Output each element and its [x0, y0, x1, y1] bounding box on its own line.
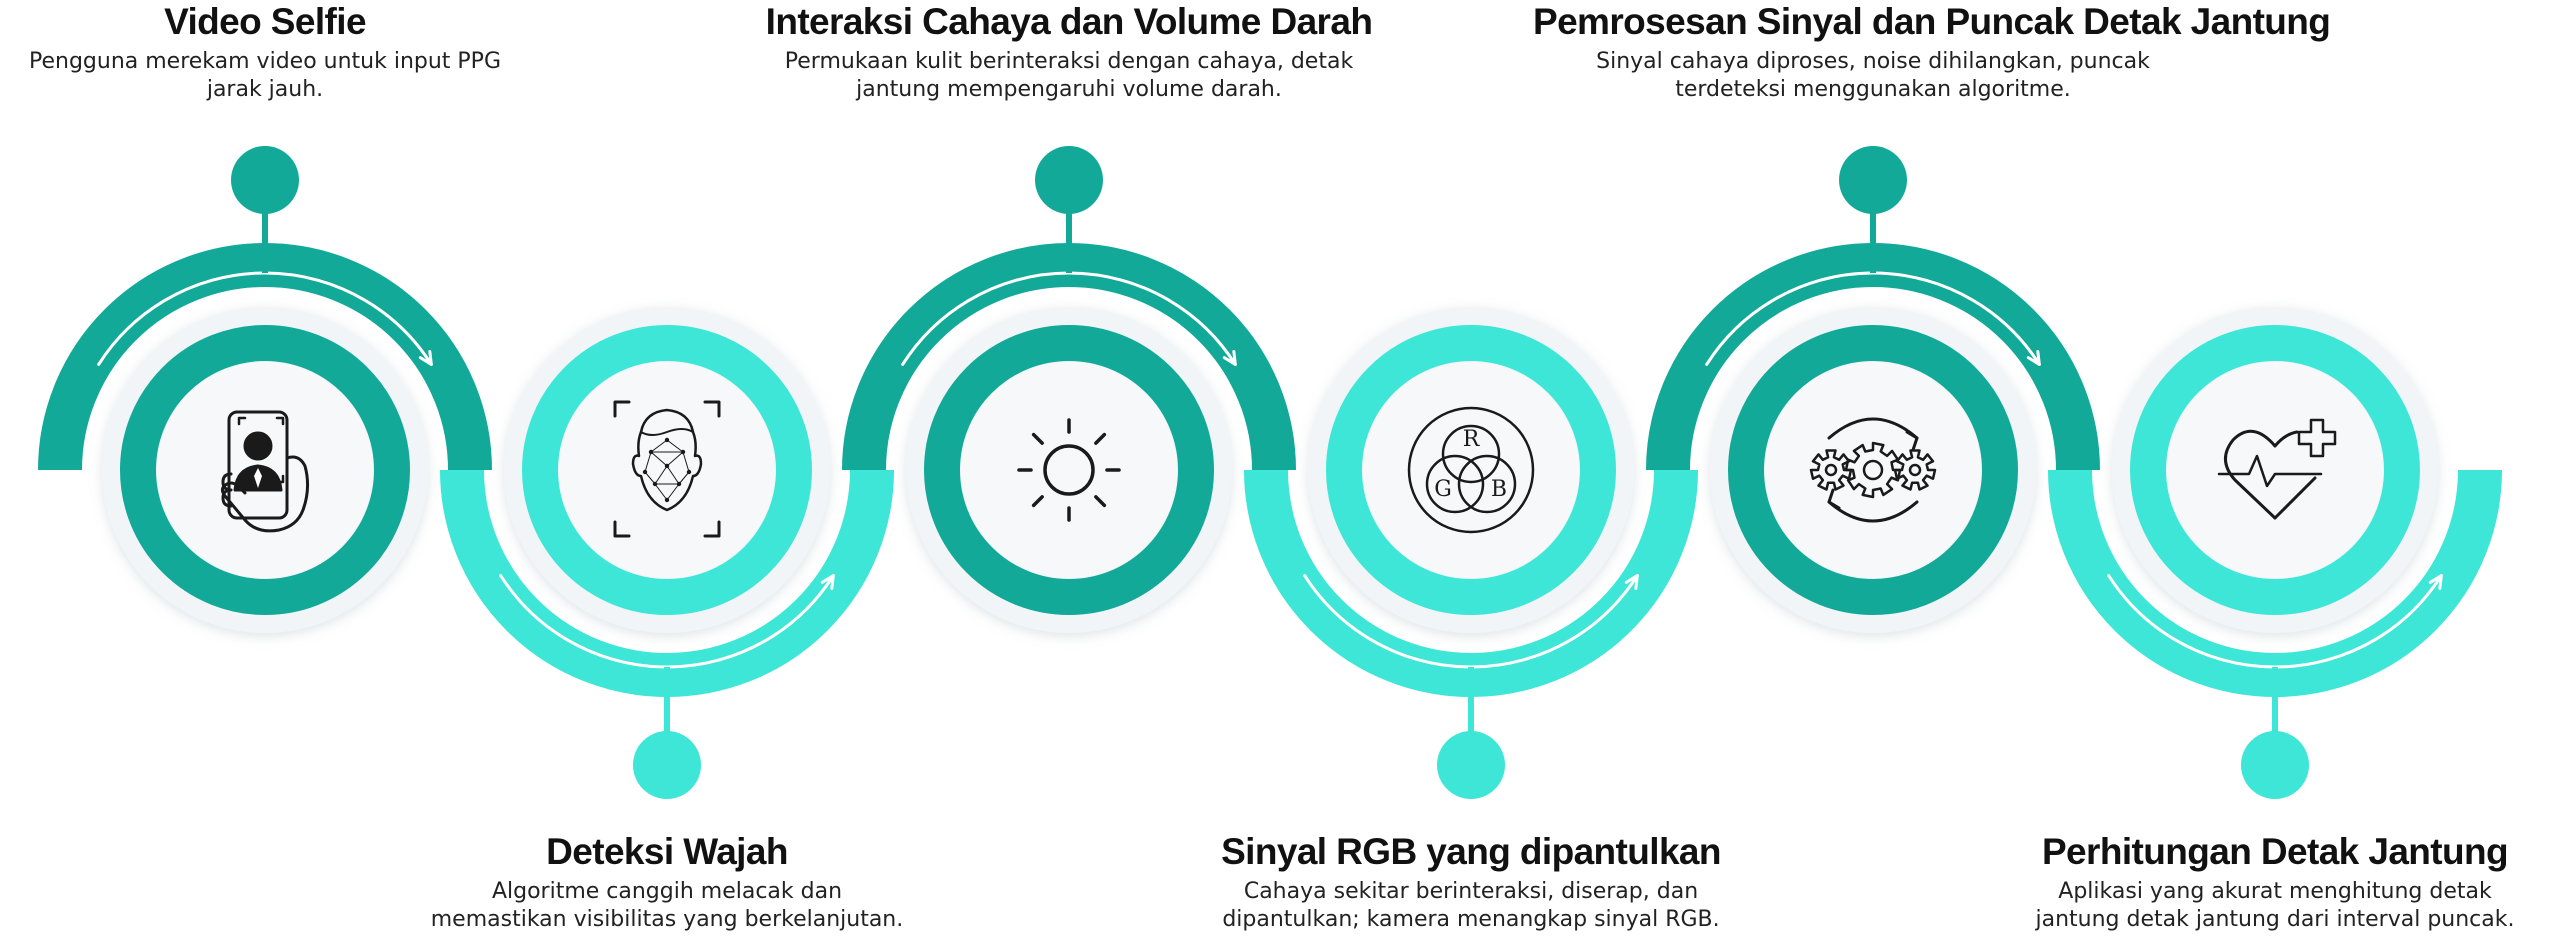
step-ring-inner	[2167, 362, 2383, 578]
venn-label: G	[1434, 477, 1452, 502]
sun-icon	[1017, 418, 1121, 522]
step-description-line: terdeteksi menggunakan algoritme.	[1675, 77, 2071, 102]
flow-arrow-icon	[418, 350, 433, 366]
selfie-phone-icon	[220, 410, 310, 533]
flow-arrow-icon	[820, 574, 835, 590]
step-description-line: dipantulkan; kamera menangkap sinyal RGB…	[1222, 907, 1720, 932]
step-title: Perhitungan Detak Jantung	[2041, 831, 2509, 872]
step-units: RG B	[102, 307, 2438, 633]
step-description-line: Algoritme canggih melacak dan	[491, 879, 843, 904]
rgb-venn-icon: RG B	[1407, 406, 1535, 534]
step-ring-inner	[559, 362, 775, 578]
step-description-line: memastikan visibilitas yang berkelanjuta…	[430, 907, 904, 932]
step-marker-dot	[1035, 146, 1103, 214]
step-title: Video Selfie	[164, 1, 366, 42]
step-title: Pemrosesan Sinyal dan Puncak Detak Jantu…	[1533, 1, 2331, 42]
gears-cycle-icon	[1809, 417, 1937, 523]
step-marker-dot	[1437, 731, 1505, 799]
step-ring-inner	[1765, 362, 1981, 578]
step-ring	[522, 325, 812, 615]
flow-arrow-icon	[2428, 574, 2443, 590]
step-description-line: Cahaya sekitar berinteraksi, diserap, da…	[1243, 879, 1699, 904]
flow-arrow-icon	[1222, 350, 1237, 366]
step-description-line: Sinyal cahaya diproses, noise dihilangka…	[1596, 49, 2150, 74]
heart-plus-icon	[2217, 418, 2337, 520]
step-description: Cahaya sekitar berinteraksi, diserap, da…	[1131, 878, 1811, 934]
step-description: Algoritme canggih melacak dan memastikan …	[327, 878, 1007, 934]
step-ring-inner	[961, 362, 1177, 578]
step-description: Permukaan kulit berinteraksi dengan caha…	[729, 48, 1409, 104]
step-ring	[120, 325, 410, 615]
step-unit-5	[1710, 307, 2036, 633]
step-description-line: Permukaan kulit berinteraksi dengan caha…	[784, 49, 1354, 74]
step-caption-5: Pemrosesan Sinyal dan Puncak Detak Jantu…	[1533, 0, 2331, 104]
step-unit-2	[504, 307, 830, 633]
step-description-line: jarak jauh.	[206, 77, 324, 102]
step-title: Sinyal RGB yang dipantulkan	[1221, 831, 1721, 872]
step-description-line: Aplikasi yang akurat menghitung detak	[2058, 879, 2492, 904]
step-title: Interaksi Cahaya dan Volume Darah	[765, 1, 1373, 42]
step-ring-inner	[1363, 362, 1579, 578]
venn-label: R	[1463, 427, 1481, 452]
step-ring	[1326, 325, 1616, 615]
step-title: Deteksi Wajah	[546, 831, 788, 872]
connector-arcs	[38, 146, 2502, 799]
step-unit-1	[102, 307, 428, 633]
step-marker-dot	[1839, 146, 1907, 214]
step-marker-dot	[2241, 731, 2309, 799]
step-description: Pengguna merekam video untuk input PPG ja…	[0, 48, 605, 104]
step-marker-dot	[633, 731, 701, 799]
step-description-line: jantung mempengaruhi volume darah.	[856, 77, 1282, 102]
step-unit-4: RG B	[1308, 307, 1634, 633]
step-ring	[924, 325, 1214, 615]
step-description: Aplikasi yang akurat menghitung detak jan…	[1935, 878, 2560, 934]
venn-label: B	[1491, 477, 1507, 502]
flow-arrow-icon	[2026, 350, 2041, 366]
step-description: Sinyal cahaya diproses, noise dihilangka…	[1533, 48, 2213, 104]
step-description-line: Pengguna merekam video untuk input PPG	[28, 49, 501, 74]
step-description-line: jantung detak jantung dari interval punc…	[2035, 907, 2515, 932]
step-ring	[1728, 325, 2018, 615]
step-ring	[2130, 325, 2420, 615]
flow-arrow-icon	[1624, 574, 1639, 590]
face-scan-icon	[613, 400, 721, 538]
step-marker-dot	[231, 146, 299, 214]
step-unit-6	[2112, 307, 2438, 633]
step-unit-3	[906, 307, 1232, 633]
